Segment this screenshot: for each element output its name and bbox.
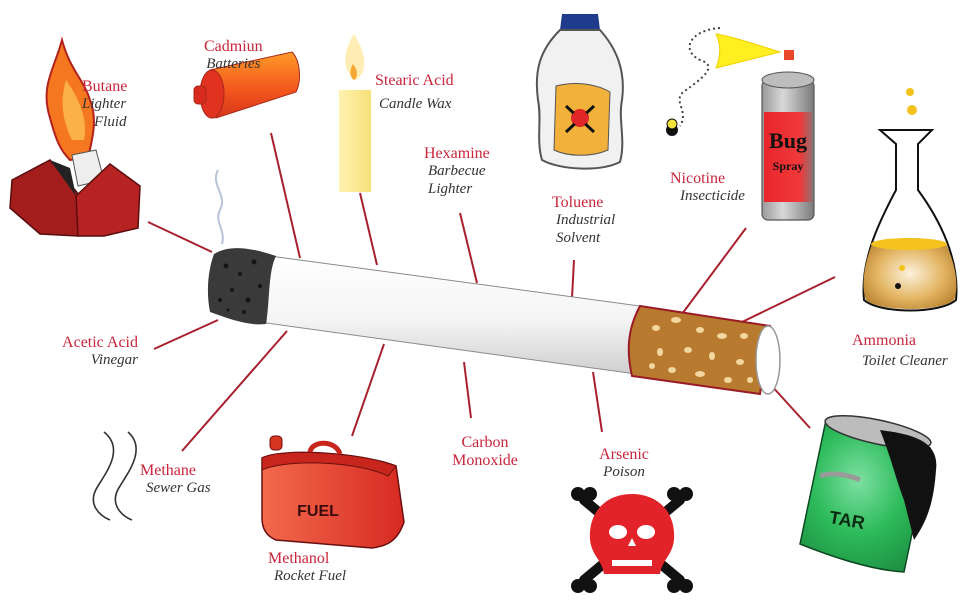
flask-icon: [862, 88, 958, 312]
label-methane: Methane Sewer Gas: [140, 462, 211, 498]
chemical-use-line2: Fluid: [94, 113, 127, 130]
chemical-use: Barbecue: [428, 163, 486, 180]
poison-bottle-icon: [535, 14, 624, 170]
chemical-use: Sewer Gas: [146, 480, 211, 497]
chemical-name: Acetic Acid: [62, 334, 138, 351]
chemical-name: Hexamine: [424, 145, 490, 162]
label-stearic-acid: Stearic Acid Candle Wax: [375, 72, 454, 114]
cigarette-icon: [207, 169, 781, 396]
lighter-icon: [9, 36, 141, 237]
chemical-name-line2: Monoxide: [452, 452, 518, 470]
label-acetic-acid: Acetic Acid Vinegar: [44, 334, 138, 370]
chemical-name: Nicotine: [670, 170, 726, 187]
label-methanol: Methanol Rocket Fuel: [268, 550, 346, 586]
chemical-use: Industrial: [556, 212, 616, 229]
label-arsenic: Arsenic Poison: [584, 446, 664, 482]
label-ammonia: Ammonia Toilet Cleaner: [852, 332, 948, 371]
chemical-name: Arsenic: [599, 446, 649, 463]
label-toluene: Toluene Industrial Solvent: [552, 194, 615, 247]
chemical-name: Methane: [140, 462, 196, 479]
label-nicotine: Nicotine Insecticide: [670, 170, 745, 206]
leader-lines: [147, 132, 836, 452]
chemical-name: Cadmiun: [204, 38, 263, 55]
skull-crossbones-icon: [571, 487, 693, 593]
bug-spray-icon: Bug Spray: [666, 27, 815, 221]
label-carbon-monoxide: Carbon Monoxide: [440, 434, 530, 471]
chemical-use: Vinegar: [90, 352, 138, 369]
chemical-use: Rocket Fuel: [274, 568, 347, 585]
svg-text:Spray: Spray: [773, 159, 804, 173]
label-hexamine: Hexamine Barbecue Lighter: [424, 145, 490, 198]
chemical-name: Toluene: [552, 194, 604, 211]
label-cadmium: Cadmiun Batteries: [204, 38, 263, 74]
chemical-use: Insecticide: [680, 188, 745, 205]
chemical-name: Butane: [82, 78, 128, 95]
candle-icon: [339, 34, 371, 192]
chemical-use-line2: Lighter: [428, 180, 473, 197]
chemical-name: Ammonia: [852, 332, 916, 349]
chemical-use: Batteries: [206, 56, 261, 73]
svg-text:Bug: Bug: [769, 128, 807, 153]
svg-text:FUEL: FUEL: [297, 503, 339, 520]
chemical-name: Stearic Acid: [375, 72, 454, 89]
battery-icon: [193, 51, 300, 119]
chemical-name: Carbon: [461, 434, 509, 451]
chemical-use: Poison: [603, 464, 645, 481]
chemical-use: Candle Wax: [379, 96, 452, 113]
tar-bucket-icon: TAR: [799, 415, 937, 573]
fuel-can-icon: FUEL: [261, 435, 405, 549]
chemical-use: Toilet Cleaner: [862, 353, 948, 370]
chemical-use-line2: Solvent: [556, 229, 601, 246]
chemical-name: Methanol: [268, 550, 330, 567]
label-butane: Butane Lighter Fluid: [82, 78, 127, 131]
fumes-icon: [92, 431, 137, 521]
chemical-use: Lighter: [82, 96, 127, 113]
